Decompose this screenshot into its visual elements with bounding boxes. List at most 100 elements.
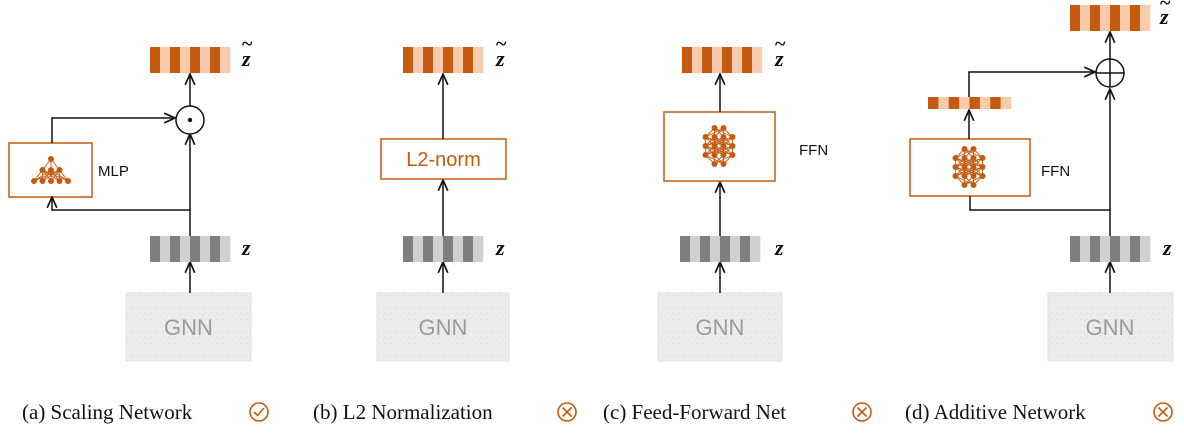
vector-cell [473,47,484,73]
net-node [65,178,71,184]
z-symbol: z [495,235,505,260]
z-tilde-vector [1070,5,1151,31]
gnn-box [125,292,252,362]
vector-cell [969,97,981,109]
net-node [720,143,727,149]
vector-cell [938,97,950,109]
vector-cell [720,236,731,262]
vector-cell [1140,5,1151,31]
net-node [31,178,37,184]
net-node [720,125,727,131]
vector-cell [150,47,161,73]
vector-cell [1110,5,1121,31]
vector-cell [453,47,464,73]
net-node [729,134,736,140]
gnn-label: GNN [419,315,468,340]
net-node [702,143,709,149]
vector-cell [433,236,444,262]
panel-a: GNN z MLP z ~ (a) Scaling Network [8,33,269,424]
net-node [48,167,54,173]
vector-cell [1080,5,1091,31]
vector-cell [160,47,171,73]
vector-cell [170,47,181,73]
net-edge [705,127,724,138]
tilde-mark: ~ [242,33,253,55]
vector-cell [453,236,464,262]
caption: (b) L2 Normalization [313,400,493,424]
net-edge [955,157,974,168]
vector-cell [1090,5,1101,31]
vector-cell [690,236,701,262]
ffn-label: FFN [799,142,828,159]
net-node [711,134,718,140]
net-node [961,173,968,179]
vector-cell [1080,236,1091,262]
gnn-label: GNN [1086,315,1135,340]
panel-c: GNN z FFN z ~ (c) Feed-Forward Net [603,33,872,424]
z-tilde-symbol: z [495,46,505,71]
vector-cell [443,236,454,262]
z-tilde-symbol: z [1159,4,1169,29]
net-node [56,178,63,184]
net-node [979,164,986,170]
ffn-label: FFN [1041,163,1070,180]
vector-cell [180,236,191,262]
vector-cell [200,47,211,73]
net-node [711,152,718,158]
check-circle-icon [249,402,269,422]
ffn-box [909,138,1031,197]
vector-cell [180,47,191,73]
caption: (a) Scaling Network [22,400,193,424]
z-tilde-vector [150,47,231,73]
vector-cell [423,47,434,73]
vector-cell [712,47,723,73]
net-node [48,156,54,162]
vector-cell [210,47,221,73]
net-edge [42,169,60,182]
net-node [702,134,709,140]
net-node [56,167,63,173]
vector-cell [1100,236,1111,262]
caption: (d) Additive Network [905,400,1086,424]
ffn-output-vector [928,97,1012,109]
ffn-network-icon [702,125,736,167]
net-node [970,146,977,152]
vector-cell [433,47,444,73]
net-node [711,143,718,149]
vector-cell [190,47,201,73]
net-edge [964,166,983,177]
z-symbol: z [241,235,251,260]
net-edge [955,166,983,177]
net-edge [705,136,733,147]
gnn-box [657,292,783,362]
z-tilde-symbol: z [241,46,251,71]
vector-cell [682,47,693,73]
vector-cell [463,236,474,262]
net-edge [705,136,724,147]
mlp-network-icon [31,156,71,184]
net-edge [705,145,733,156]
net-edge [955,166,974,177]
net-node [952,155,959,161]
net-node [979,173,986,179]
z-tilde-vector [403,47,484,73]
net-edge [714,136,733,147]
net-node [970,173,977,179]
net-edge [955,157,983,168]
net-edge [33,169,52,182]
vector-cell [190,236,201,262]
vector-cell [463,47,474,73]
vector-cell [1120,5,1131,31]
vector-cell [423,236,434,262]
net-node [711,125,718,131]
vector-cell [948,97,960,109]
vector-cell [160,236,171,262]
net-node [952,164,959,170]
cross-circle-icon [852,402,872,422]
vector-cell [1100,5,1111,31]
vector-cell [413,47,424,73]
net-node [970,155,977,161]
net-node [720,152,727,158]
vector-cell [443,47,454,73]
tilde-mark: ~ [1160,0,1171,14]
